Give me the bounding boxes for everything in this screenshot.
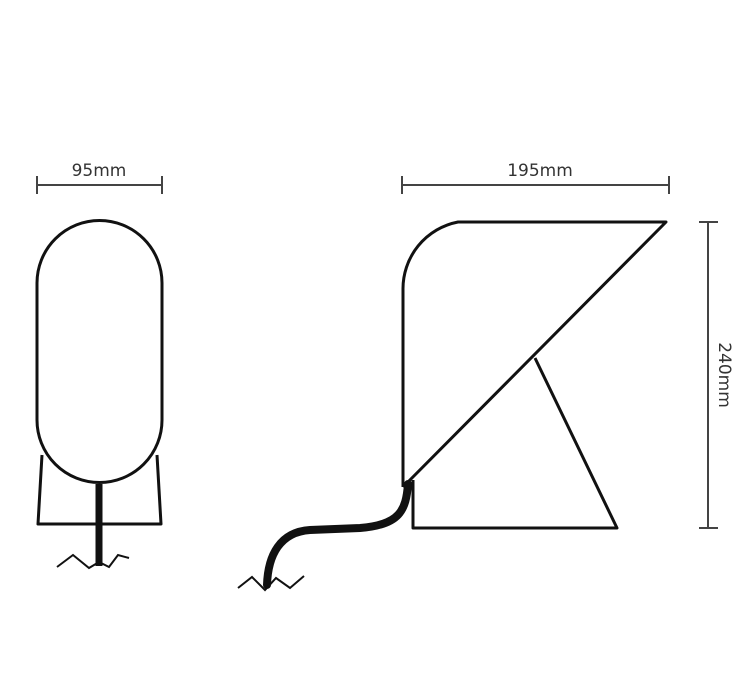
side-cord-break-symbol xyxy=(237,575,305,592)
height-label: 240mm xyxy=(714,342,734,408)
side-width-label: 195mm xyxy=(507,161,573,181)
front-width-dimension xyxy=(36,176,163,194)
front-width-label: 95mm xyxy=(72,161,127,181)
side-lamp-stand xyxy=(411,357,619,530)
side-width-dimension xyxy=(401,176,670,194)
front-cord-break-symbol xyxy=(56,553,130,570)
front-view: 95mm xyxy=(35,161,164,570)
side-cord xyxy=(263,480,412,589)
side-lamp-shade xyxy=(401,220,668,489)
height-dimension xyxy=(699,221,718,529)
side-view: 195mm 240mm xyxy=(237,161,734,592)
front-lamp-shade xyxy=(35,219,164,484)
